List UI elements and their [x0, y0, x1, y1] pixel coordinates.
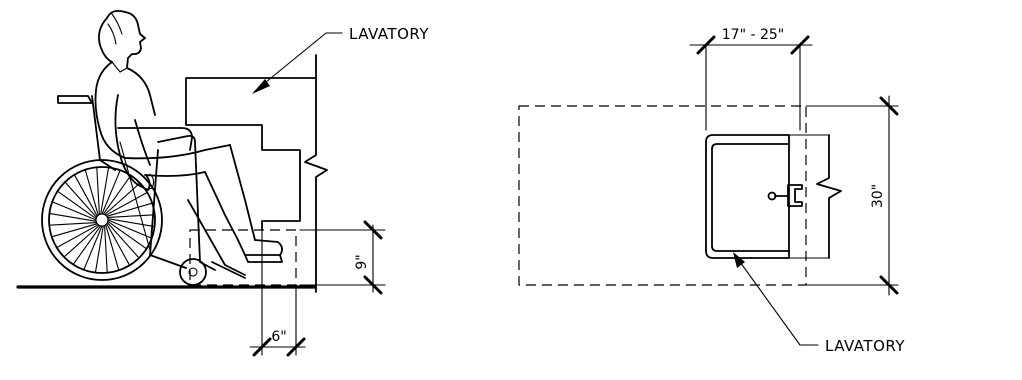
knee-depth-dim-label: 6" — [271, 329, 286, 345]
dim-tick — [879, 275, 899, 295]
dim-tick — [879, 96, 899, 116]
wheel-spoke — [101, 169, 121, 215]
plan-lavatory-inner — [711, 143, 790, 252]
wheel-spoke — [56, 190, 97, 220]
wheel-spoke — [63, 224, 100, 258]
plan-lavatory-label: LAVATORY — [825, 337, 905, 355]
wheel-spoke — [51, 223, 98, 238]
wheel-spoke — [96, 166, 100, 216]
plan-lavatory-outer — [705, 134, 790, 259]
wheel-spoke — [107, 219, 153, 239]
plan-view: 17" - 25" 30" LAVATORY — [518, 27, 905, 355]
wheel-spoke — [106, 222, 140, 259]
wheel-spoke — [107, 218, 156, 228]
side-lavatory-label: LAVATORY — [349, 25, 429, 43]
wheel-spoke — [48, 222, 98, 226]
wheel-spoke — [105, 224, 120, 271]
plan-lavatory-arrowhead — [733, 252, 745, 268]
dim-tick — [363, 220, 383, 240]
wall-line — [304, 54, 328, 293]
toe-clearance-box — [189, 229, 297, 286]
clear-floor-space — [518, 105, 807, 286]
wheel-spoke — [102, 174, 132, 215]
wheel-spoke — [94, 225, 104, 274]
plan-lavatory-leader — [734, 254, 819, 346]
wheel-spoke — [104, 224, 108, 274]
wheel-spoke — [100, 166, 110, 215]
wheel-spoke — [106, 202, 153, 217]
wheel-spoke — [83, 225, 103, 271]
lavatory-counter-profile — [185, 77, 317, 231]
side-lavatory-arrowhead — [252, 79, 270, 94]
dim-tick — [696, 35, 716, 55]
faucet-symbol — [767, 184, 803, 207]
dim-tick — [252, 337, 272, 357]
side-view: 9" 6" LAVATORY — [16, 9, 429, 357]
wheel-spoke — [106, 223, 131, 266]
wheel-spoke — [64, 181, 98, 218]
side-lavatory-leader — [254, 32, 343, 92]
dim-tick — [790, 35, 810, 55]
wheel-spoke — [84, 169, 99, 216]
plan-wall-line — [816, 134, 842, 259]
depth-dim-label: 30" — [870, 184, 886, 208]
wheel-spoke — [73, 174, 98, 217]
wheel-spoke — [51, 201, 97, 221]
wheel-spoke — [104, 182, 141, 216]
wheel-spoke — [105, 191, 148, 216]
dim-tick — [286, 337, 306, 357]
wheelchair-user-figure — [41, 9, 283, 286]
wheel-spoke — [48, 212, 97, 222]
wheel-spoke — [72, 225, 102, 266]
dim-tick — [363, 275, 383, 295]
wheel-spoke — [56, 224, 99, 249]
toe-height-dim-label: 9" — [354, 254, 370, 269]
wheel-spoke — [106, 214, 156, 218]
wheel-spoke — [107, 220, 148, 250]
width-dim-label: 17" - 25" — [722, 27, 784, 43]
